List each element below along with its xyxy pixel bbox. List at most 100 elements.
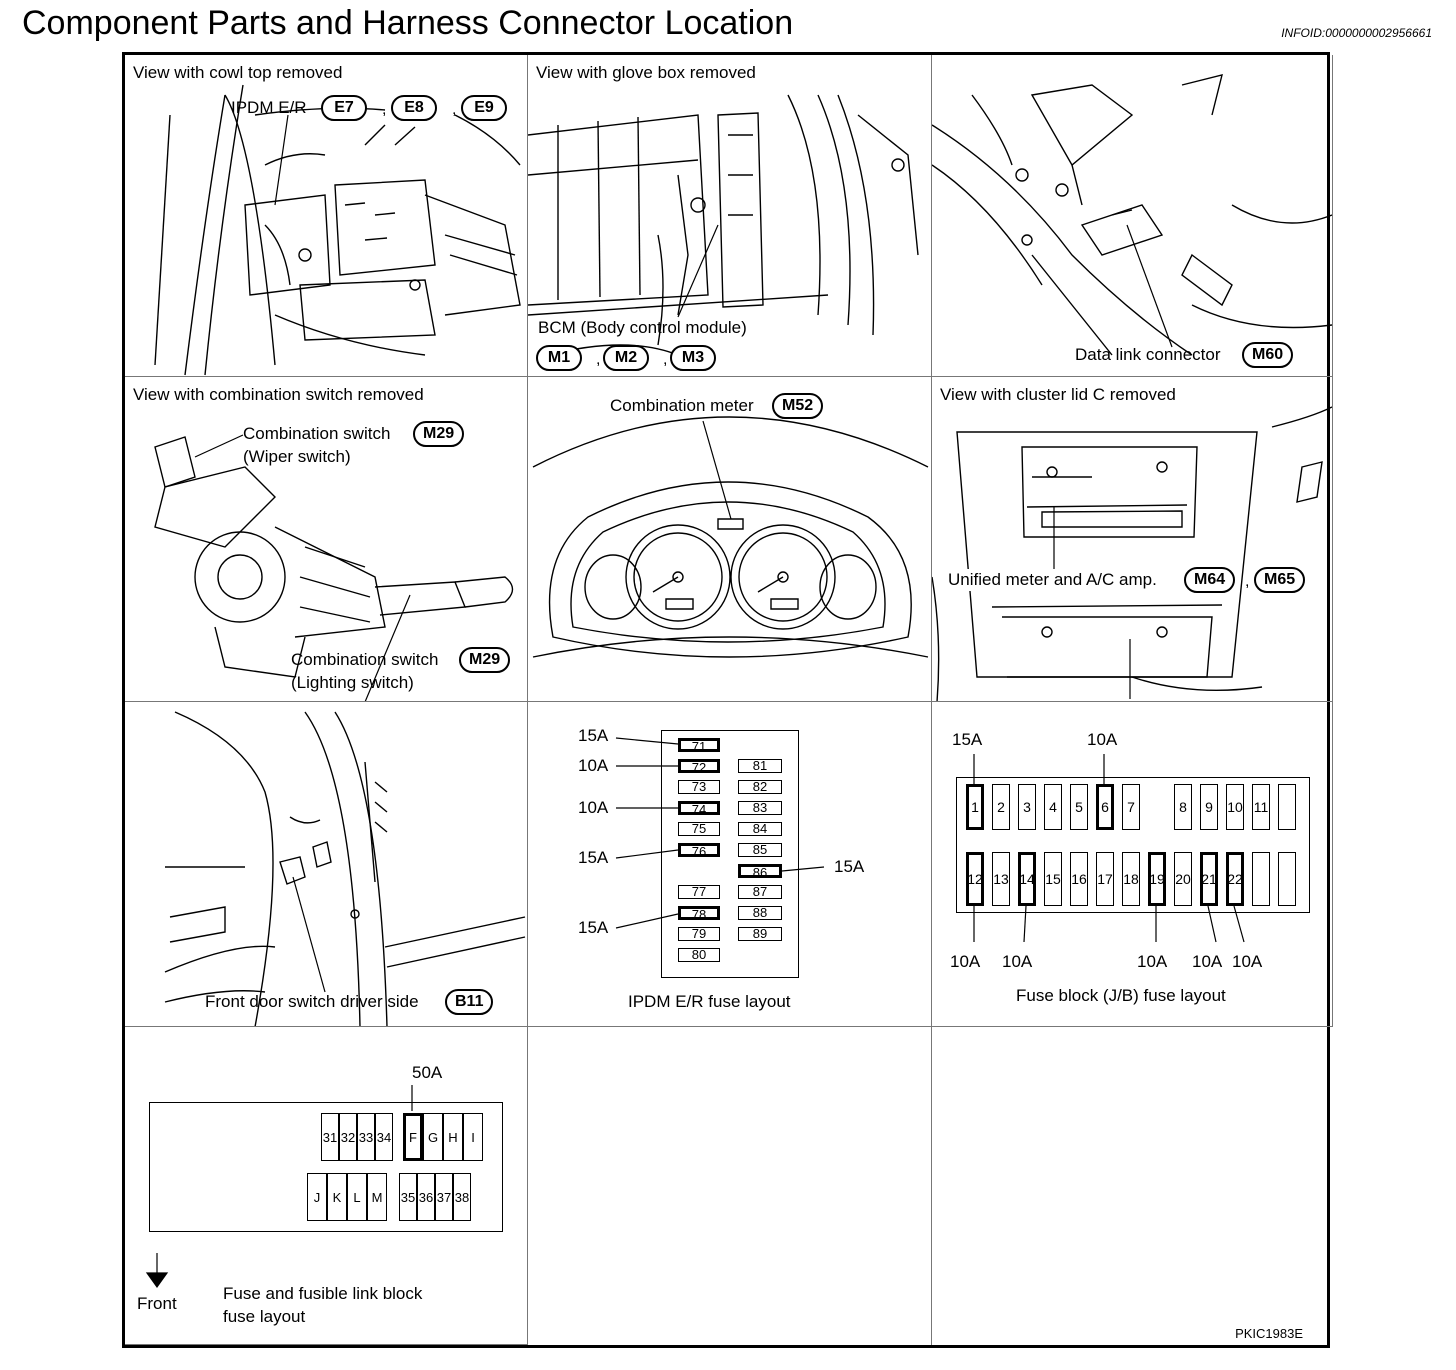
jb-fuse: 10 — [1226, 784, 1244, 830]
jb-callout-bottom: 10A — [1192, 952, 1223, 971]
glove-box-illustration — [528, 94, 919, 356]
connector-e7: E7 — [321, 95, 367, 121]
fusible-link-fuse: H — [443, 1113, 463, 1161]
fusible-link-box — [149, 1102, 503, 1232]
fusible-link-fuse: I — [463, 1113, 483, 1161]
jb-callout-top: 10A — [1087, 730, 1118, 749]
jb-fuse: 9 — [1200, 784, 1218, 830]
jb-fuse: 13 — [992, 852, 1010, 906]
separator: , — [596, 351, 601, 368]
connector-m64: M64 — [1184, 567, 1236, 593]
ipdm-callout-lines — [615, 737, 825, 929]
jb-fuse — [1278, 784, 1296, 830]
jb-fuse: 4 — [1044, 784, 1062, 830]
door-switch-label: Front door switch driver side — [205, 992, 419, 1011]
dlc-illustration — [932, 74, 1332, 356]
panel-meter: Combination meter M52 — [528, 377, 932, 702]
ipdm-fuse: 85 — [738, 843, 782, 857]
door-illustration — [164, 711, 526, 1026]
connector-m29-lighting: M29 — [459, 647, 511, 673]
jb-fuse — [1278, 852, 1296, 906]
fusible-link-fuse: 32 — [339, 1113, 357, 1161]
fusible-link-caption-2: fuse layout — [223, 1307, 306, 1326]
front-label: Front — [137, 1294, 177, 1313]
separator: , — [452, 101, 457, 118]
fusible-link-fuse: K — [327, 1173, 347, 1221]
ipdm-fuse: 78 — [678, 906, 720, 921]
ipdm-fuse: 86 — [738, 864, 782, 879]
panel-glove-title: View with glove box removed — [536, 63, 756, 82]
ipdm-fuse: 75 — [678, 822, 720, 836]
ipdm-fuse-box — [661, 730, 799, 978]
wiper-switch-sub: (Wiper switch) — [243, 447, 351, 466]
fusible-link-fuse: F — [403, 1113, 423, 1161]
jb-callout-top: 15A — [952, 730, 983, 749]
panel-cluster: View with cluster lid C removed Unified … — [932, 377, 1333, 702]
panel-cowl-top: View with cowl top removed IPDM E/R E7 ,… — [125, 55, 528, 377]
separator: , — [382, 101, 387, 118]
jb-fuse: 14 — [1018, 852, 1036, 906]
jb-fuse: 5 — [1070, 784, 1088, 830]
panel-combo-title: View with combination switch removed — [133, 385, 424, 404]
ipdm-callout: 15A — [578, 848, 609, 867]
bcm-label: BCM (Body control module) — [538, 318, 747, 337]
jb-callout-bottom: 10A — [1137, 952, 1168, 971]
fusible-link-fuse: G — [423, 1113, 443, 1161]
jb-fuse: 21 — [1200, 852, 1218, 906]
ipdm-fuse: 88 — [738, 906, 782, 920]
cluster-illustration — [932, 406, 1332, 701]
jb-fuse: 3 — [1018, 784, 1036, 830]
fusible-link-fuse: 36 — [417, 1173, 435, 1221]
diagram-frame: View with cowl top removed IPDM E/R E7 ,… — [122, 52, 1333, 1348]
jb-callout-bottom: 10A — [1232, 952, 1263, 971]
connector-e9: E9 — [461, 95, 507, 121]
ipdm-fuse: 80 — [678, 948, 720, 962]
panel-combo-switch: View with combination switch removed Com… — [125, 377, 528, 702]
ipdm-callout: 10A — [578, 798, 609, 817]
ipdm-fuse: 73 — [678, 780, 720, 794]
connector-m2: M2 — [603, 345, 649, 371]
ipdm-callout: 10A — [578, 756, 609, 775]
fusible-link-fuse: 34 — [375, 1113, 393, 1161]
jb-fuse — [1252, 852, 1270, 906]
dlc-label: Data link connector — [1075, 345, 1221, 364]
ipdm-fuse: 82 — [738, 780, 782, 794]
ipdm-fuse: 89 — [738, 927, 782, 941]
connector-m52: M52 — [772, 393, 824, 419]
fusible-link-lines — [145, 1085, 413, 1289]
info-id: INFOID:0000000002956661 — [1281, 26, 1432, 40]
jb-fuse: 15 — [1044, 852, 1062, 906]
jb-callout-bottom: 10A — [950, 952, 981, 971]
ipdm-callout: 15A — [834, 857, 865, 876]
jb-fuse: 17 — [1096, 852, 1114, 906]
jb-fuse: 19 — [1148, 852, 1166, 906]
wiper-switch-label: Combination switch — [243, 424, 391, 443]
connector-e8: E8 — [391, 95, 437, 121]
meter-illustration — [532, 416, 929, 658]
jb-fuse: 6 — [1096, 784, 1114, 830]
fusible-link-fuse: J — [307, 1173, 327, 1221]
ipdm-fuse: 74 — [678, 801, 720, 816]
meter-label: Combination meter — [610, 396, 754, 415]
connector-m1: M1 — [536, 345, 582, 371]
fusible-link-caption-1: Fuse and fusible link block — [223, 1284, 423, 1303]
panel-empty-2 — [932, 1027, 1333, 1345]
jb-fuse: 1 — [966, 784, 984, 830]
fusible-link-fuse: 35 — [399, 1173, 417, 1221]
jb-fuse: 22 — [1226, 852, 1244, 906]
page-title: Component Parts and Harness Connector Lo… — [22, 4, 794, 42]
fusible-link-fuse: 37 — [435, 1173, 453, 1221]
separator: , — [1245, 573, 1250, 590]
ipdm-fuse: 71 — [678, 738, 720, 753]
jb-fuse: 11 — [1252, 784, 1270, 830]
jb-fuse-caption: Fuse block (J/B) fuse layout — [1016, 986, 1226, 1005]
panel-glove-box: View with glove box removed BCM (Body co… — [528, 55, 932, 377]
jb-fuse: 20 — [1174, 852, 1192, 906]
ipdm-label: IPDM E/R — [231, 98, 307, 117]
connector-m3: M3 — [670, 345, 716, 371]
connector-m29-wiper: M29 — [413, 421, 465, 447]
connector-m65: M65 — [1254, 567, 1306, 593]
ipdm-fuse: 72 — [678, 759, 720, 774]
panel-cowl-title: View with cowl top removed — [133, 63, 343, 82]
